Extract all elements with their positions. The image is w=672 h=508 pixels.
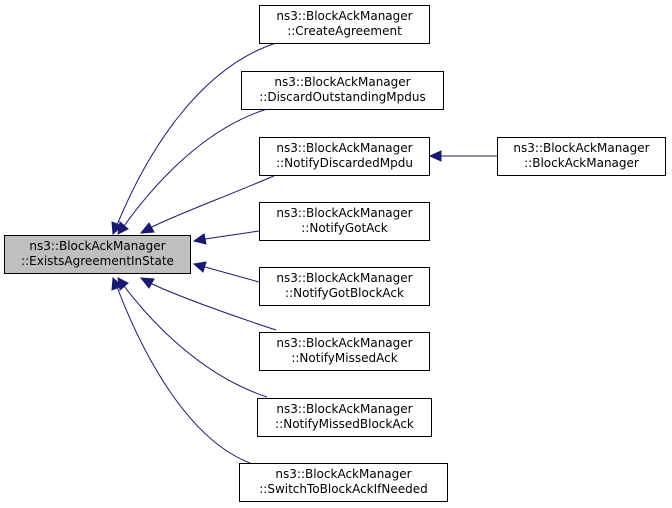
node-line2: ::NotifyMissedBlockAck [275, 417, 414, 431]
node-box [239, 463, 448, 502]
node-line2: ::ExistsAgreementInState [21, 254, 174, 268]
node-box [257, 398, 432, 437]
node-notify-got-ack[interactable]: ns3::BlockAckManager ::NotifyGotAck [259, 202, 430, 241]
node-block-ack-manager-ctor[interactable]: ns3::BlockAckManager ::BlockAckManager [497, 137, 666, 176]
node-line1: ns3::BlockAckManager [276, 9, 412, 23]
node-notify-got-block-ack[interactable]: ns3::BlockAckManager ::NotifyGotBlockAck [259, 267, 430, 306]
node-line1: ns3::BlockAckManager [274, 75, 410, 89]
node-line2: ::NotifyGotBlockAck [285, 286, 404, 300]
node-box [259, 202, 430, 241]
node-line2: ::NotifyGotAck [301, 221, 388, 235]
edge-discard-outstanding-mpdus [123, 108, 268, 227]
node-notify-discarded-mpdu[interactable]: ns3::BlockAckManager ::NotifyDiscardedMp… [259, 137, 430, 176]
node-box [497, 137, 666, 176]
node-notify-missed-block-ack[interactable]: ns3::BlockAckManager ::NotifyMissedBlock… [257, 398, 432, 437]
node-box [259, 332, 430, 371]
node-line1: ns3::BlockAckManager [29, 239, 165, 253]
node-line1: ns3::BlockAckManager [276, 402, 412, 416]
edge-switch-to-block-ack-arrowhead [111, 276, 123, 291]
edge-notify-got-block-ack-arrowhead [192, 261, 207, 273]
node-notify-missed-ack[interactable]: ns3::BlockAckManager ::NotifyMissedAck [259, 332, 430, 371]
node-line1: ns3::BlockAckManager [276, 271, 412, 285]
edge-discard-outstanding-mpdus-arrowhead [117, 221, 129, 235]
edge-notify-got-ack [204, 230, 260, 240]
node-box [259, 267, 430, 306]
edge-switch-to-block-ack [116, 286, 251, 464]
node-box [259, 5, 430, 44]
node-line1: ns3::BlockAckManager [513, 141, 649, 155]
edge-notify-missed-ack [149, 282, 277, 331]
node-line2: ::BlockAckManager [524, 156, 639, 170]
edge-notify-discarded-mpdu-arrowhead [139, 222, 155, 234]
node-create-agreement[interactable]: ns3::BlockAckManager ::CreateAgreement [259, 5, 430, 44]
edge-notify-missed-block-ack [123, 285, 268, 398]
node-line2: ::CreateAgreement [287, 24, 402, 38]
graph-edges [111, 42, 497, 464]
node-line2: ::DiscardOutstandingMpdus [259, 90, 426, 104]
edge-notify-missed-ack-arrowhead [139, 277, 155, 289]
node-discard-outstanding-mpdus[interactable]: ns3::BlockAckManager ::DiscardOutstandin… [241, 71, 444, 110]
node-line2: ::NotifyMissedAck [291, 351, 397, 365]
node-line2: ::SwitchToBlockAckIfNeeded [259, 482, 428, 496]
edge-ctor-to-discarded-arrowhead [428, 150, 442, 162]
edge-notify-got-ack-arrowhead [192, 233, 207, 245]
node-line1: ns3::BlockAckManager [276, 336, 412, 350]
node-line1: ns3::BlockAckManager [275, 467, 411, 481]
edge-notify-got-block-ack [204, 266, 260, 283]
node-line1: ns3::BlockAckManager [276, 206, 412, 220]
node-line1: ns3::BlockAckManager [276, 141, 412, 155]
node-box [241, 71, 444, 110]
node-exists-agreement-in-state[interactable]: ns3::BlockAckManager ::ExistsAgreementIn… [4, 235, 191, 274]
node-box [259, 137, 430, 176]
edge-create-agreement [116, 42, 277, 226]
node-box [4, 235, 191, 274]
node-switch-to-block-ack-if-needed[interactable]: ns3::BlockAckManager ::SwitchToBlockAckI… [239, 463, 448, 502]
node-line2: ::NotifyDiscardedMpdu [276, 156, 413, 170]
edge-notify-discarded-mpdu [149, 174, 277, 229]
